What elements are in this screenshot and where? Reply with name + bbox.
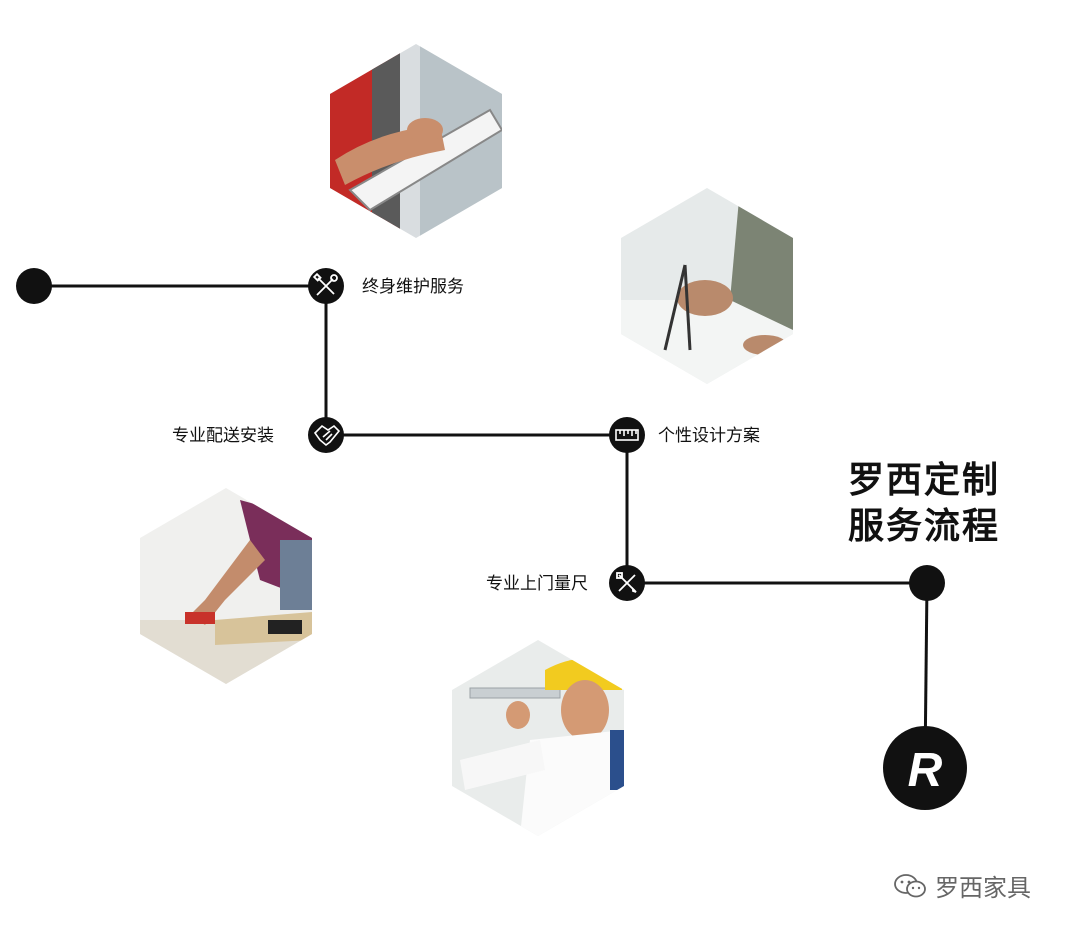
wechat-icon (893, 873, 927, 899)
page-title: 罗西定制 服务流程 (848, 458, 1000, 550)
photo-designer (621, 188, 793, 384)
step-node-maintenance (308, 268, 344, 304)
step-label-maintenance: 终身维护服务 (362, 277, 464, 297)
title-line-1: 罗西定制 (848, 458, 1000, 504)
logo-letter: R (908, 744, 943, 797)
photo-installer (140, 488, 312, 684)
step-node-measure (609, 565, 645, 601)
title-line-2: 服务流程 (848, 504, 1000, 550)
step-node-design (609, 417, 645, 453)
brand-logo: R (883, 726, 967, 810)
step-label-install: 专业配送安装 (172, 426, 274, 446)
step-node-install (308, 417, 344, 453)
watermark: 罗西家具 (893, 868, 1031, 903)
watermark-text: 罗西家具 (935, 868, 1031, 903)
start-dot (16, 268, 52, 304)
photo-clipboard (330, 44, 502, 238)
step-label-measure: 专业上门量尺 (486, 574, 588, 594)
step-label-design: 个性设计方案 (658, 426, 760, 446)
photo-measuring (452, 640, 624, 836)
junction-dot (909, 565, 945, 601)
